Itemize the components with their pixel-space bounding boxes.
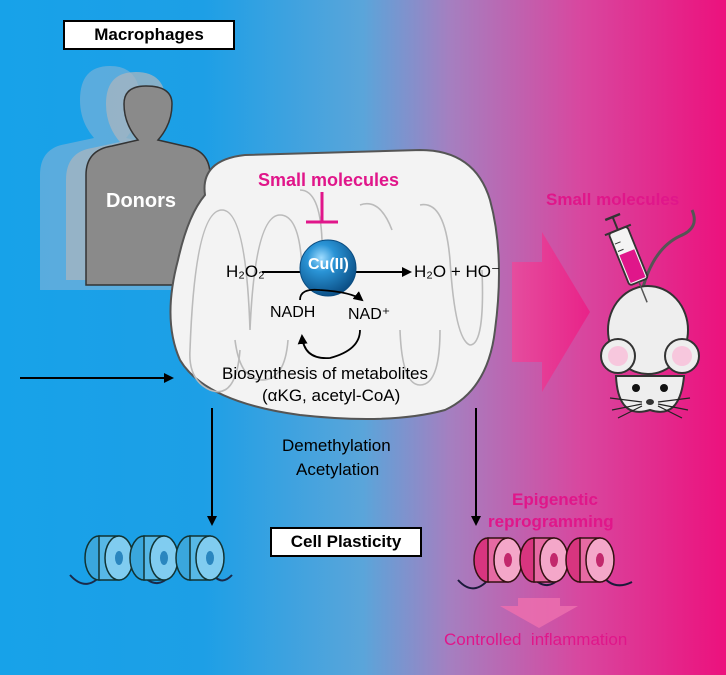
- h2o2-label: H₂O₂: [226, 262, 265, 281]
- nucleosome-icons-left: [69, 535, 233, 585]
- small-molecules-right: Small molecules: [546, 190, 680, 209]
- nucleosome-icons-right: [457, 537, 633, 590]
- nadh-label: NADH: [270, 304, 316, 321]
- donors-label: Donors: [106, 190, 176, 212]
- macrophages-label: Macrophages: [63, 20, 235, 50]
- down-arrow-inflammation: [500, 598, 578, 628]
- donor-silhouettes: [40, 66, 211, 290]
- nad-label: NAD⁺: [348, 306, 391, 323]
- syringe-icon: [604, 212, 649, 303]
- biosynthesis-line1: Biosynthesis of metabolites: [222, 364, 428, 383]
- controlled-inflammation: Controlled inflammation: [444, 630, 628, 649]
- epigenetic-line1: Epigenetic: [512, 490, 598, 509]
- copper-label: Cu(II): [308, 256, 349, 273]
- acetylation-label: Acetylation: [296, 460, 380, 479]
- small-molecules-top: Small molecules: [258, 170, 400, 190]
- epigenetic-line2: reprogramming: [488, 512, 614, 531]
- copper-sphere: [299, 239, 357, 297]
- arrow-right-big: [512, 232, 590, 392]
- products-label: H₂O + HO⁻: [414, 262, 500, 281]
- mouse-icon: [600, 209, 700, 419]
- cell-plasticity-label: Cell Plasticity: [270, 527, 422, 557]
- biosynthesis-line2: (αKG, acetyl-CoA): [262, 386, 401, 405]
- demethylation-label: Demethylation: [282, 436, 391, 455]
- cristae: [189, 189, 484, 393]
